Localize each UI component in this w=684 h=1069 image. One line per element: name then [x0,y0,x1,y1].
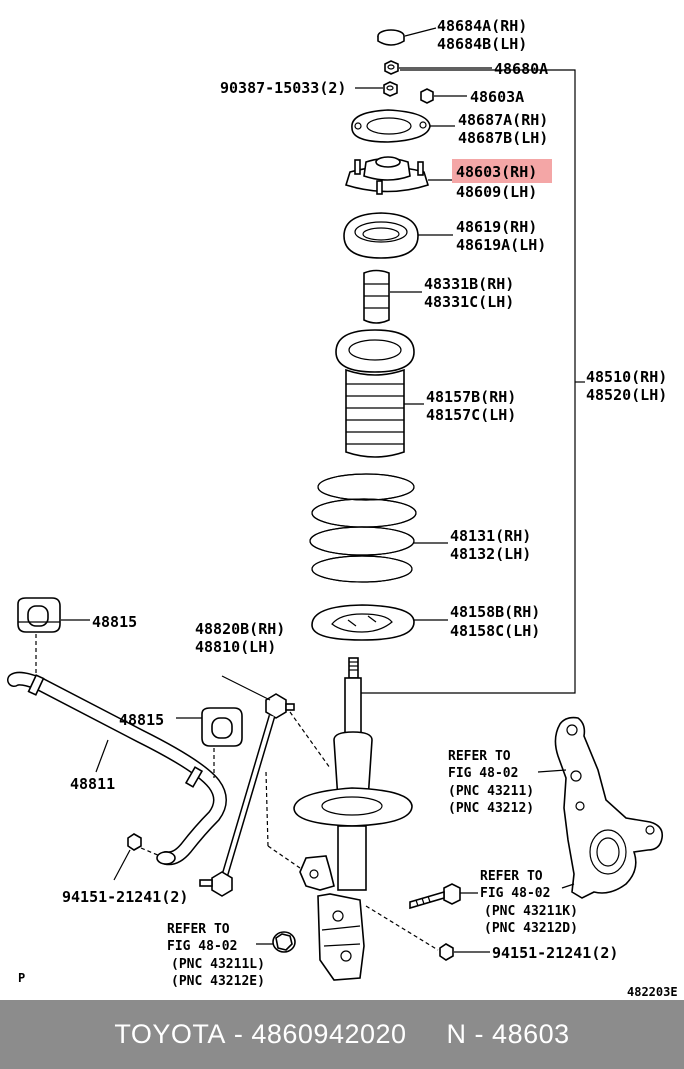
stabilizer-link-48820b-drawing [199,693,295,897]
selected-part-highlight [452,159,552,183]
label-94151-left: 94151-21241(2) [62,888,188,906]
nut-flange-drawing [272,931,296,953]
label-48331b: 48331B(RH) [424,275,514,293]
label-48132: 48132(LH) [450,545,531,563]
exploded-parts-diagram: 48684A(RH) 48684B(LH) 48680A 90387-15033… [7,17,678,999]
refer-lower-line4: (PNC 43212E) [171,974,265,989]
nut-48680a-drawing [384,60,399,75]
leader-48684 [404,27,437,37]
label-90387: 90387-15033(2) [220,79,346,97]
footer-brand: TOYOTA [114,1019,226,1049]
bump-stop-48331-drawing [363,269,390,324]
refer-bolt-line1: REFER TO [480,869,543,884]
footer-pnc: 48603 [492,1019,570,1049]
label-48510: 48510(RH) [586,368,667,386]
refer-bolt-line4: (PNC 43212D) [484,921,578,936]
label-48603: 48603(RH) [456,163,537,181]
label-48331c: 48331C(LH) [424,293,514,311]
label-48157b: 48157B(RH) [426,388,516,406]
label-48158b: 48158B(RH) [450,603,540,621]
leader-48811 [95,739,109,773]
refer-knuckle-line4: (PNC 43212) [448,801,534,816]
leader-48820 [221,675,271,701]
label-48815-upper: 48815 [92,613,137,631]
label-48680a: 48680A [494,60,548,78]
leader-refer-bolt [561,883,575,889]
bearing-48619-drawing [343,212,419,259]
refer-lower-line1: REFER TO [167,922,230,937]
label-48687b: 48687B(LH) [458,129,548,147]
label-48158c: 48158C(LH) [450,622,540,640]
strut-mount-48603-drawing [345,156,429,195]
footer-separator-2: - [466,1019,493,1049]
corner-p-mark: P [18,971,25,985]
leader-refer-knuckle [537,769,567,773]
refer-lower-line3: (PNC 43211L) [171,957,265,972]
bushing-48815-upper-drawing [17,597,61,633]
refer-knuckle-line1: REFER TO [448,749,511,764]
dash-link-mid [265,771,269,847]
drawing-number: 482203E [627,985,678,999]
refer-lower-line2: FIG 48-02 [167,939,237,954]
dash-link-top [289,711,331,769]
refer-knuckle-line2: FIG 48-02 [448,766,518,781]
label-48131: 48131(RH) [450,527,531,545]
label-48609: 48609(LH) [456,183,537,201]
refer-bolt-line3: (PNC 43211K) [484,904,578,919]
dash-nut-right [365,905,439,951]
label-48811: 48811 [70,775,115,793]
bolt-drawing [409,883,461,910]
refer-knuckle-line3: (PNC 43211) [448,784,534,799]
stabilizer-bar-48811-drawing [7,671,227,866]
footer-n-label: N [446,1019,467,1049]
label-48684a: 48684A(RH) [437,17,527,35]
spring-seat-48158-drawing [311,604,415,641]
footer-gap [407,1019,447,1050]
refer-bolt-line2: FIG 48-02 [480,886,550,901]
bushing-48815-lower-drawing [201,707,243,747]
label-48810: 48810(LH) [195,638,276,656]
coil-spring-48131-drawing [309,473,417,583]
label-48619: 48619(RH) [456,218,537,236]
plate-48687-drawing [351,109,431,143]
label-48684b: 48684B(LH) [437,35,527,53]
shock-absorber-drawing [293,657,413,981]
label-48687a: 48687A(RH) [458,111,548,129]
nut-94151-left-drawing [127,833,161,857]
nut-94151-right-drawing [439,943,454,961]
label-48157c: 48157C(LH) [426,406,516,424]
part-info-footer: TOYOTA - 4860942020 N - 48603 [0,1000,684,1069]
label-48603a: 48603A [470,88,524,106]
footer-separator-1: - [225,1019,252,1049]
label-48820b: 48820B(RH) [195,620,285,638]
nut-48603a-drawing [420,88,434,104]
boot-48157-drawing [335,329,415,458]
dash-link-bot [267,845,301,869]
label-48815-lower: 48815 [119,711,164,729]
cap-48684-drawing [377,29,405,46]
steering-knuckle-drawing [554,716,664,899]
label-94151-right: 94151-21241(2) [492,944,618,962]
footer-part-number: 4860942020 [251,1019,407,1049]
label-48619a: 48619A(LH) [456,236,546,254]
nut-90387-drawing [383,81,398,97]
leader-94151-left [113,849,131,881]
label-48520: 48520(LH) [586,386,667,404]
